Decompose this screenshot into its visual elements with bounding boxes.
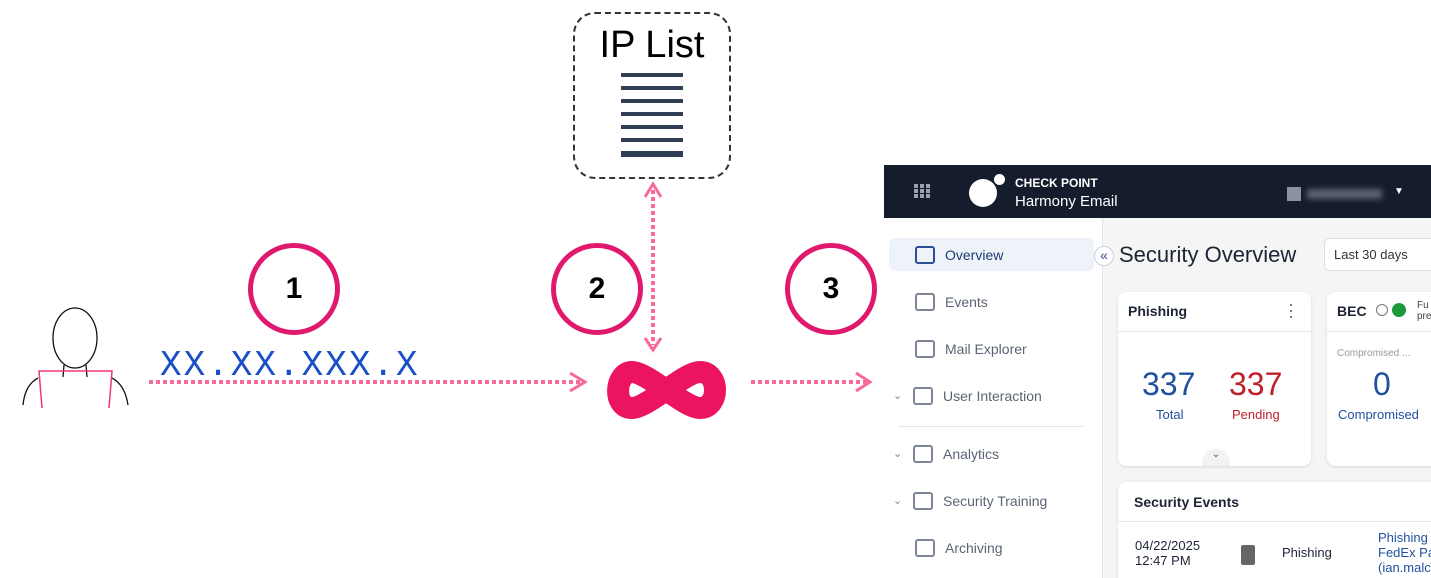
- sidebar-item-label: Security Training: [943, 492, 1048, 509]
- sidebar-item-label: Archiving: [945, 539, 1003, 556]
- bec-status-text: Fu pre: [1417, 300, 1431, 322]
- sidebar-item-label: Analytics: [943, 445, 1000, 462]
- chevron-down-icon: ⌄: [893, 390, 903, 402]
- sidebar-item-overview[interactable]: Overview: [889, 238, 1094, 271]
- phishing-total-value[interactable]: 337: [1142, 366, 1196, 402]
- sidebar: Overview Events Mail Explorer ⌄ User Inte…: [884, 218, 1103, 578]
- sidebar-item-analytics[interactable]: ⌄ Analytics: [889, 437, 1094, 470]
- chevron-down-icon[interactable]: ▼: [1394, 186, 1404, 197]
- page-title: Security Overview: [1119, 242, 1297, 267]
- event-date: 04/22/2025: [1135, 538, 1201, 553]
- card-title: Security Events: [1134, 494, 1240, 510]
- ip-list-title: IP List: [599, 24, 705, 66]
- logo-dot: [994, 174, 1005, 185]
- event-type: Phishing: [1282, 545, 1332, 560]
- tenant-building-icon: [1287, 187, 1301, 201]
- info-icon[interactable]: [1376, 304, 1388, 316]
- sidebar-item-label: Mail Explorer: [945, 340, 1027, 357]
- bec-card: BEC Fu pre Compromised ... 0 Compromised: [1327, 292, 1431, 466]
- brand-top: CHECK POINT: [1015, 176, 1098, 190]
- tenant-selector[interactable]: [1307, 189, 1382, 199]
- step-number: 1: [285, 272, 303, 305]
- mail-search-icon: [915, 339, 935, 358]
- card-title: Phishing: [1128, 303, 1188, 319]
- phishing-card: Phishing ··· 337 Total 337 Pending ⌄: [1118, 292, 1311, 466]
- sidebar-item-label: Events: [945, 293, 988, 310]
- chevron-down-icon: ⌄: [893, 448, 903, 460]
- trophy-icon: [913, 491, 933, 510]
- analytics-icon: [913, 444, 933, 463]
- event-description[interactable]: Phishing: [1378, 530, 1428, 545]
- sidebar-item-label: User Interaction: [943, 387, 1042, 404]
- list-icon: [575, 73, 729, 157]
- event-description[interactable]: (ian.malc: [1378, 560, 1431, 575]
- step-2-badge: 2: [551, 243, 643, 335]
- checkpoint-logo-icon: [969, 179, 997, 207]
- phishing-pending-label: Pending: [1232, 407, 1280, 422]
- sidebar-item-events[interactable]: Events: [889, 285, 1094, 318]
- bec-compromised-label: Compromised: [1338, 407, 1419, 422]
- step-1-badge: 1: [248, 243, 340, 335]
- step-number: 2: [588, 272, 606, 305]
- date-range-select[interactable]: Last 30 days: [1324, 238, 1431, 271]
- app-launcher-icon[interactable]: [914, 184, 932, 198]
- top-bar: CHECK POINT Harmony Email ▼: [884, 165, 1431, 218]
- user-interaction-icon: [913, 386, 933, 405]
- event-description[interactable]: FedEx Pa: [1378, 545, 1431, 560]
- sidebar-divider: [898, 426, 1083, 427]
- sidebar-item-archiving[interactable]: Archiving: [889, 531, 1094, 564]
- calendar-icon: [915, 292, 935, 311]
- sidebar-item-security-training[interactable]: ⌄ Security Training: [889, 484, 1094, 517]
- user-figure-icon: [22, 307, 129, 409]
- harmony-email-app: CHECK POINT Harmony Email ▼ Overview Eve…: [884, 165, 1431, 578]
- flow-arrows: [149, 181, 873, 420]
- overview-icon: [915, 245, 935, 264]
- event-time: 12:47 PM: [1135, 553, 1191, 568]
- step-number: 3: [822, 272, 840, 305]
- brand-name: Harmony Email: [1015, 193, 1118, 210]
- bec-compromised-value[interactable]: 0: [1373, 366, 1391, 402]
- security-events-card: Security Events 04/22/2025 12:47 PM Phis…: [1118, 482, 1431, 578]
- archive-icon: [915, 538, 935, 557]
- step-3-badge: 3: [785, 243, 877, 335]
- check-circle-icon: [1392, 303, 1406, 317]
- card-title: BEC: [1337, 303, 1367, 319]
- sidebar-item-mail-explorer[interactable]: Mail Explorer: [889, 332, 1094, 365]
- ip-list-box: IP List: [573, 12, 731, 179]
- infinity-logo-icon: [607, 360, 726, 420]
- expand-chevron-icon[interactable]: ⌄: [1202, 449, 1230, 466]
- office-icon: [1241, 545, 1255, 565]
- event-row[interactable]: 04/22/2025 12:47 PM Phishing Phishing Fe…: [1118, 522, 1431, 578]
- ip-address: XX.XX.XXX.X: [160, 345, 420, 386]
- chevron-down-icon: ⌄: [893, 495, 903, 507]
- bec-subtitle: Compromised ...: [1337, 348, 1411, 359]
- phishing-pending-value[interactable]: 337: [1229, 366, 1283, 402]
- more-options-icon[interactable]: ···: [1288, 294, 1294, 326]
- sidebar-item-user-interaction[interactable]: ⌄ User Interaction: [889, 379, 1094, 412]
- sidebar-item-label: Overview: [945, 246, 1004, 263]
- collapse-sidebar-button[interactable]: «: [1094, 246, 1114, 266]
- phishing-total-label: Total: [1156, 407, 1184, 422]
